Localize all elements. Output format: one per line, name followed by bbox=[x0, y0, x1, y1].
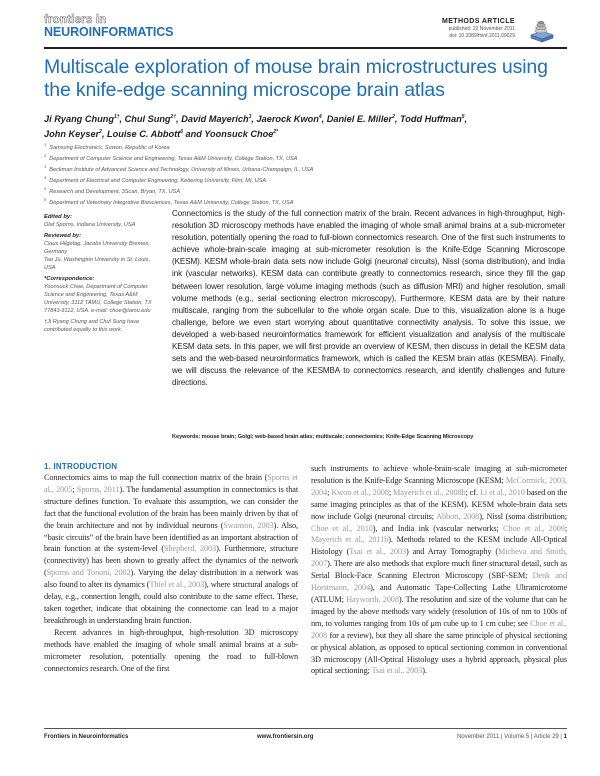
body-text: ). Varying the delay distribution in a n… bbox=[44, 568, 298, 590]
citation-link[interactable]: Abbott, 2008 bbox=[436, 511, 480, 521]
author[interactable]: Daniel E. Miller2 bbox=[326, 114, 395, 125]
citation-link[interactable]: Sporns, 2011 bbox=[76, 484, 120, 494]
author[interactable]: Louise C. Abbott6 bbox=[107, 128, 183, 139]
affiliation: 1Samsung Electronics, Suwon, Republic of… bbox=[44, 142, 170, 151]
journal-logo[interactable]: frontiers in NEUROINFORMATICS bbox=[44, 14, 174, 39]
citation-link[interactable]: Swanson, 2003 bbox=[223, 520, 274, 530]
reviewed-by-label: Reviewed by: bbox=[44, 233, 82, 239]
citation-link[interactable]: Mayerich et al., 2011b bbox=[311, 535, 389, 545]
citation-link[interactable]: Choe et al., 2008 bbox=[311, 618, 567, 640]
citation-link[interactable]: Sporns et al., 2005 bbox=[44, 473, 298, 494]
page-footer: Frontiers in Neuroinformatics www.fronti… bbox=[44, 734, 567, 744]
body-text: Recent advances in high-throughput, high… bbox=[44, 627, 298, 673]
body-text: ; bbox=[388, 487, 394, 497]
body-text: ; bbox=[327, 487, 332, 497]
page-header: frontiers in NEUROINFORMATICS METHODS AR… bbox=[44, 14, 567, 49]
author[interactable]: John Keyser2 bbox=[44, 128, 102, 139]
edited-by-label: Edited by: bbox=[44, 214, 73, 220]
body-text: ), and Automatic Tape-Collecting Lathe U… bbox=[311, 583, 568, 604]
citation-link[interactable]: Choe et al., 2010 bbox=[311, 523, 373, 533]
body-text: ). bbox=[422, 666, 427, 676]
citation-link[interactable]: Shepherd, 2003 bbox=[163, 544, 217, 554]
section-heading-introduction: 1. INTRODUCTION bbox=[44, 462, 118, 471]
author[interactable]: Chul Sung2† bbox=[124, 114, 177, 125]
editor: Olaf Sporns, Indiana University, USA bbox=[44, 222, 136, 228]
body-text: ), where structural analogs of delay, e.… bbox=[44, 580, 298, 625]
citation-link[interactable]: Kwon et al., 2008 bbox=[331, 487, 389, 497]
doi[interactable]: doi: 10.3389/fninf.2011.00029 bbox=[449, 32, 515, 39]
body-text: ; bbox=[564, 523, 567, 533]
author[interactable]: Yoonsuck Choe2* bbox=[204, 128, 279, 139]
citation-link[interactable]: Micheva and Smith, 2007 bbox=[311, 547, 567, 569]
paragraph-continued: such instruments to achieve whole-brain-… bbox=[311, 463, 567, 677]
affiliation: 4Department of Electrical and Computer E… bbox=[44, 175, 267, 185]
body-text: based on the same imaging principles as … bbox=[311, 487, 568, 521]
citation-link[interactable]: Hayworth, 2008 bbox=[346, 594, 399, 604]
author[interactable]: Ji Ryang Chung1† bbox=[44, 114, 120, 125]
author[interactable]: Todd Huffman5 bbox=[399, 114, 465, 125]
body-text: ). The fundamental assumption in connect… bbox=[44, 484, 299, 530]
correspondence: Yoonsuck Choe, Department of Computer Sc… bbox=[44, 284, 152, 314]
citation-link[interactable]: Choe et al., 2009 bbox=[503, 523, 565, 533]
footer-issue: November 2011 | Volume 5 | Article 29 | … bbox=[457, 734, 567, 740]
body-text: ). There are also methods that explore m… bbox=[311, 559, 567, 581]
editorial-sidebar: Edited by: Olaf Sporns, Indiana Universi… bbox=[44, 213, 162, 334]
paragraph: Connectomics aims to map the full connec… bbox=[44, 472, 298, 627]
body-text: Connectomics aims to map the full connec… bbox=[44, 473, 268, 482]
footer-url[interactable]: www.frontiersin.org bbox=[257, 734, 314, 740]
citation-link[interactable]: Mayerich et al., 2008b bbox=[393, 487, 466, 497]
abstract: Connectomics is the study of the full co… bbox=[172, 209, 565, 388]
journal-logo-line2: NEUROINFORMATICS bbox=[44, 25, 174, 39]
citation-link[interactable]: Thiel et al., 2003 bbox=[149, 580, 205, 590]
body-text: such instruments to achieve whole-brain-… bbox=[311, 464, 567, 485]
paragraph: Recent advances in high-throughput, high… bbox=[44, 627, 298, 675]
correspondence-label: *Correspondence: bbox=[44, 276, 95, 282]
body-text: for a review), but they all share the sa… bbox=[311, 630, 567, 676]
body-text: ), Nissl (soma distribution; bbox=[479, 511, 567, 521]
citation-link[interactable]: Tsai et al., 2003 bbox=[349, 547, 406, 557]
body-text: ). Methods related to the KESM include A… bbox=[311, 535, 567, 557]
page-number: 1 bbox=[563, 734, 567, 740]
published-date: published: 22 November 2011 bbox=[448, 26, 515, 32]
footer-divider bbox=[44, 728, 567, 729]
citation-link[interactable]: Li et al., 2010 bbox=[479, 487, 525, 497]
body-text: ; bbox=[72, 484, 77, 494]
author[interactable]: Jaerock Kwon4 bbox=[256, 114, 322, 125]
citation-link[interactable]: Tsai et al., 2003 bbox=[371, 666, 423, 676]
stacked-brain-sections-icon bbox=[530, 20, 554, 43]
author[interactable]: David Mayerich3 bbox=[181, 114, 252, 125]
keywords: Keywords: mouse brain; Golgi; web-based … bbox=[172, 434, 474, 440]
affiliation: 2Department of Computer Science and Engi… bbox=[44, 153, 298, 162]
article-meta: METHODS ARTICLE published: 22 November 2… bbox=[442, 18, 515, 39]
citation-link[interactable]: Denk and Horstmann, 2004 bbox=[311, 571, 567, 593]
affiliation: 5Research and Development, 3Scan, Bryan,… bbox=[44, 186, 181, 196]
journal-logo-line1: frontiers in bbox=[44, 14, 107, 26]
affiliations: 1Samsung Electronics, Suwon, Republic of… bbox=[44, 141, 564, 207]
article-title: Multiscale exploration of mouse brain mi… bbox=[44, 56, 548, 101]
article-type: METHODS ARTICLE bbox=[441, 18, 515, 25]
affiliation: 6Department of Veterinary Integrative Bi… bbox=[44, 197, 294, 207]
citation-link[interactable]: McCormick, 2003, 2004 bbox=[311, 475, 567, 497]
header-divider bbox=[44, 47, 567, 49]
body-column-left: Connectomics aims to map the full connec… bbox=[44, 472, 298, 674]
body-text: ; cf. bbox=[465, 487, 480, 497]
citation-link[interactable]: Sporns and Tononi, 2002 bbox=[46, 568, 131, 578]
author-list: Ji Ryang Chung1†, Chul Sung2†, David May… bbox=[44, 114, 468, 139]
reviewer: Tao Ju, Washington University in St. Lou… bbox=[44, 257, 151, 271]
body-text: ). Also, “basic circuits” of the brain h… bbox=[44, 520, 298, 554]
body-text: ). The resolution and size of the volume… bbox=[311, 594, 567, 628]
body-column-right: such instruments to achieve whole-brain-… bbox=[311, 463, 567, 677]
footer-journal: Frontiers in Neuroinformatics bbox=[44, 734, 129, 740]
body-text: ). Furthermore, structure (connectivity)… bbox=[44, 544, 299, 578]
body-text: ), and India ink (vascular networks; bbox=[372, 523, 504, 533]
reviewer: Claus Hilgetag, Jacobs University Bremen… bbox=[44, 241, 151, 255]
affiliation: 3Beckman Institute of Advanced Science a… bbox=[44, 164, 314, 173]
equal-contribution-note: †Ji Ryang Chung and Chul Sung have contr… bbox=[44, 319, 140, 333]
body-text: ) and Array Tomography ( bbox=[405, 547, 499, 557]
